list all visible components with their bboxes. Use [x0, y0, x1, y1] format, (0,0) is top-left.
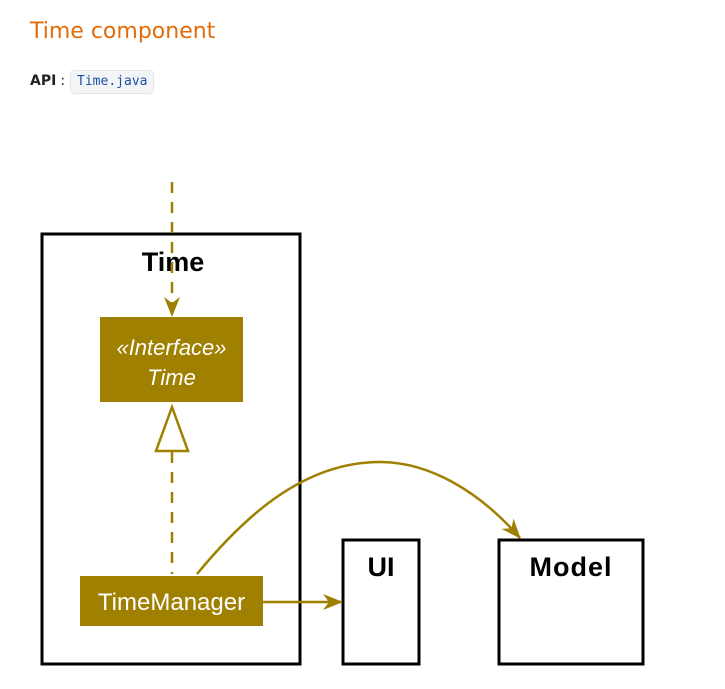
api-line: API:Time.java: [30, 68, 155, 94]
ui-component-box[interactable]: [341, 538, 421, 666]
model-component-label: Model: [530, 552, 613, 582]
section-title: Time component: [30, 19, 216, 44]
interface-name: Time: [147, 365, 196, 390]
api-label: API: [30, 73, 57, 89]
time-manager-label: TimeManager: [98, 589, 245, 616]
api-separator: :: [60, 73, 66, 89]
time-manager-to-model-arrow: [196, 460, 521, 575]
api-link[interactable]: Time.java: [70, 70, 155, 94]
interface-time-box[interactable]: [100, 317, 243, 402]
model-component-box[interactable]: [497, 538, 645, 666]
time-manager-box[interactable]: [80, 576, 263, 626]
realization-triangle: [154, 403, 190, 453]
interface-stereotype: «Interface»: [116, 335, 226, 360]
ui-component-label: UI: [368, 552, 395, 582]
